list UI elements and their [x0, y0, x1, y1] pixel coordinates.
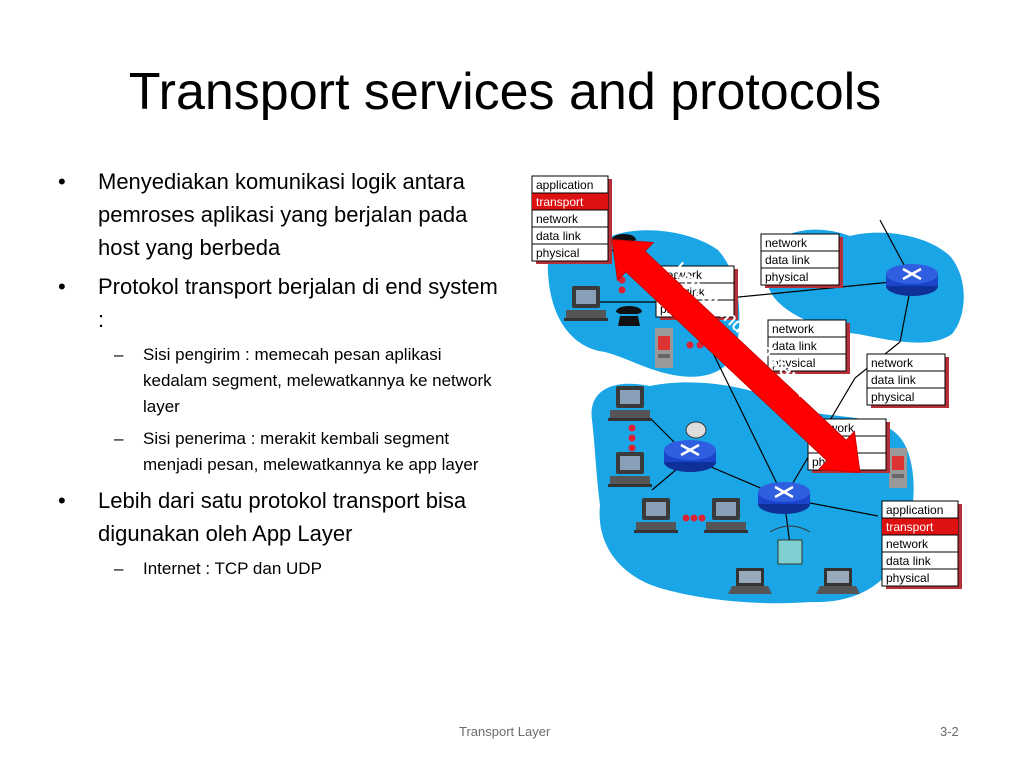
layer-label: physical [871, 390, 914, 404]
page-number: 3-2 [940, 724, 959, 739]
sub-bullet-text: Sisi pengirim : memecah pesan aplikasi k… [143, 345, 492, 416]
router-icon [662, 438, 718, 474]
layer-label: physical [886, 571, 929, 585]
layer-label: physical [765, 270, 808, 284]
satellite-dish-icon [685, 421, 707, 439]
layer-label: application [536, 178, 593, 192]
bullet-item: • Protokol transport berjalan di end syst… [56, 270, 506, 336]
layer-label: transport [886, 520, 934, 534]
layer-label: network [871, 356, 914, 370]
bullet-text: Lebih dari satu protokol transport bisa … [98, 488, 467, 546]
sub-bullet-item: –Sisi pengirim : memecah pesan aplikasi … [56, 342, 506, 420]
bullet-item: • Lebih dari satu protokol transport bisa… [56, 484, 506, 550]
layer-label: transport [536, 195, 584, 209]
router-icon [884, 262, 940, 298]
bullet-text: Menyediakan komunikasi logik antara pemr… [98, 169, 468, 260]
bullet-list: • Menyediakan komunikasi logik antara pem… [56, 165, 506, 588]
sub-bullet-marker: – [114, 345, 124, 364]
sub-bullet-marker: – [114, 429, 124, 448]
protocol-stack-destination: application transport network data link … [881, 500, 962, 589]
layer-label: network [536, 212, 579, 226]
protocol-stack-router: network data link physical [760, 233, 843, 288]
telephone-icon [616, 306, 642, 326]
server-icon [655, 328, 673, 368]
layer-label: physical [772, 356, 815, 370]
layer-label: data link [772, 339, 818, 353]
footer-title: Transport Layer [459, 724, 551, 739]
sub-bullet-text: Internet : TCP dan UDP [143, 559, 322, 578]
layer-label: network [772, 322, 815, 336]
layer-label: physical [536, 246, 579, 260]
sub-bullet-item: –Internet : TCP dan UDP [56, 556, 506, 582]
protocol-stack-source: application transport network data link … [531, 175, 612, 264]
base-station-icon [769, 525, 811, 565]
sub-bullet-item: –Sisi penerima : merakit kembali segment… [56, 426, 506, 478]
slide-title: Transport services and protocols [128, 63, 882, 121]
sub-bullet-text: Sisi penerima : merakit kembali segment … [143, 429, 479, 474]
bullet-text: Protokol transport berjalan di end syste… [98, 274, 498, 332]
bullet-marker: • [58, 274, 66, 299]
server-icon [889, 448, 907, 488]
layer-label: network [886, 537, 929, 551]
layer-label: data link [536, 229, 582, 243]
layer-label: data link [886, 554, 932, 568]
layer-label: data link [871, 373, 917, 387]
bullet-marker: • [58, 169, 66, 194]
router-icon [756, 480, 812, 516]
layer-label: data link [765, 253, 811, 267]
bullet-marker: • [58, 488, 66, 513]
protocol-stack-router: network data link physical [866, 353, 949, 408]
sub-bullet-marker: – [114, 559, 124, 578]
layer-label: application [886, 503, 943, 517]
protocol-stack-router: network data link physical [767, 319, 850, 374]
layer-label: network [765, 236, 808, 250]
bullet-item: • Menyediakan komunikasi logik antara pem… [56, 165, 506, 264]
